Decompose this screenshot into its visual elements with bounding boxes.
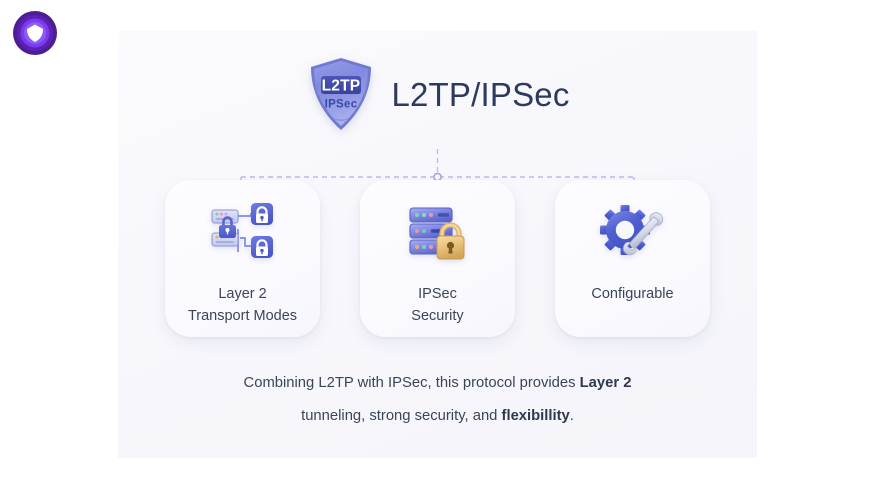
brand-logo (12, 10, 58, 56)
feature-cards: Layer 2 Transport Modes (118, 180, 757, 337)
main-panel: L2TP IPSec L2TP/IPSec (118, 31, 757, 458)
svg-text:L2TP: L2TP (322, 78, 361, 95)
caption-line-2-text: tunneling, strong security, and (301, 408, 502, 425)
server-rack-padlock-icon (400, 200, 476, 268)
page-title: L2TP/IPSec (391, 75, 570, 113)
card-configurable[interactable]: Configurable (555, 180, 710, 337)
l2tp-ipsec-shield-badge-icon: L2TP IPSec (311, 58, 372, 130)
card-ipsec-security[interactable]: IPSec Security (360, 180, 515, 337)
caption-line-2-period: . (569, 408, 574, 425)
card-layer-2-transport-modes[interactable]: Layer 2 Transport Modes (165, 180, 320, 337)
caption-line-1-text: Combining L2TP with IPSec, this protocol… (243, 375, 580, 391)
gear-wrench-icon (595, 200, 671, 268)
vpn-shield-circle-logo-icon (13, 11, 57, 55)
caption-line-2: tunneling, strong security, and flexibil… (118, 400, 757, 433)
svg-text:IPSec: IPSec (325, 99, 358, 111)
servers-with-locks-network-icon (205, 200, 281, 268)
caption: Combining L2TP with IPSec, this protocol… (118, 367, 757, 434)
card-label: Configurable (591, 286, 674, 302)
caption-line-1: Combining L2TP with IPSec, this protocol… (118, 367, 757, 400)
header: L2TP IPSec L2TP/IPSec (118, 55, 757, 133)
caption-line-1-emphasis: Layer 2 (579, 375, 632, 391)
card-label: Layer 2 Transport Modes (187, 286, 298, 324)
card-label: IPSec Security (411, 286, 464, 324)
caption-line-2-emphasis: flexibillity (501, 408, 570, 425)
